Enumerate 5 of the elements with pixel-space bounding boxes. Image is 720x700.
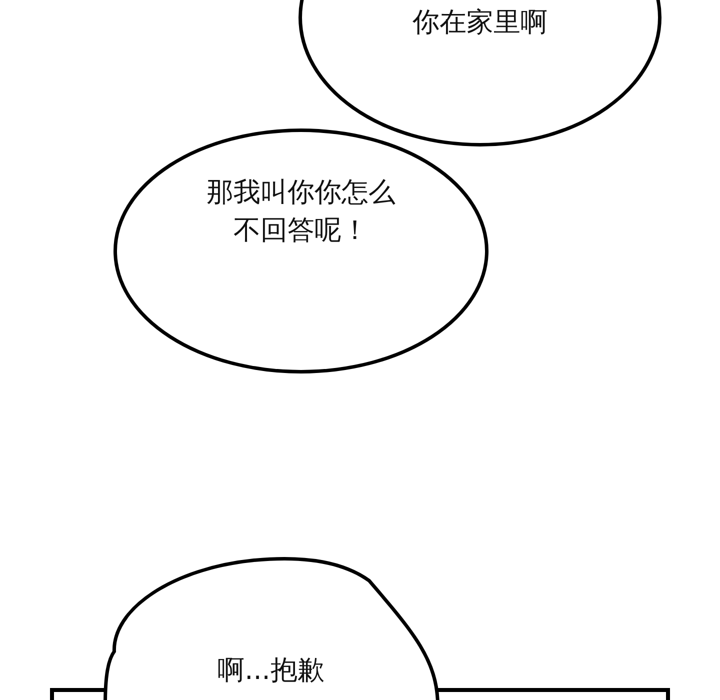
speech-bubble	[104, 560, 438, 700]
speech-text: 那我叫你你怎么不回答呢！	[206, 176, 396, 248]
speech-bubble	[115, 130, 487, 372]
speech-text: 你在家里啊	[412, 6, 548, 40]
speech-text: 啊...抱歉	[216, 654, 326, 688]
